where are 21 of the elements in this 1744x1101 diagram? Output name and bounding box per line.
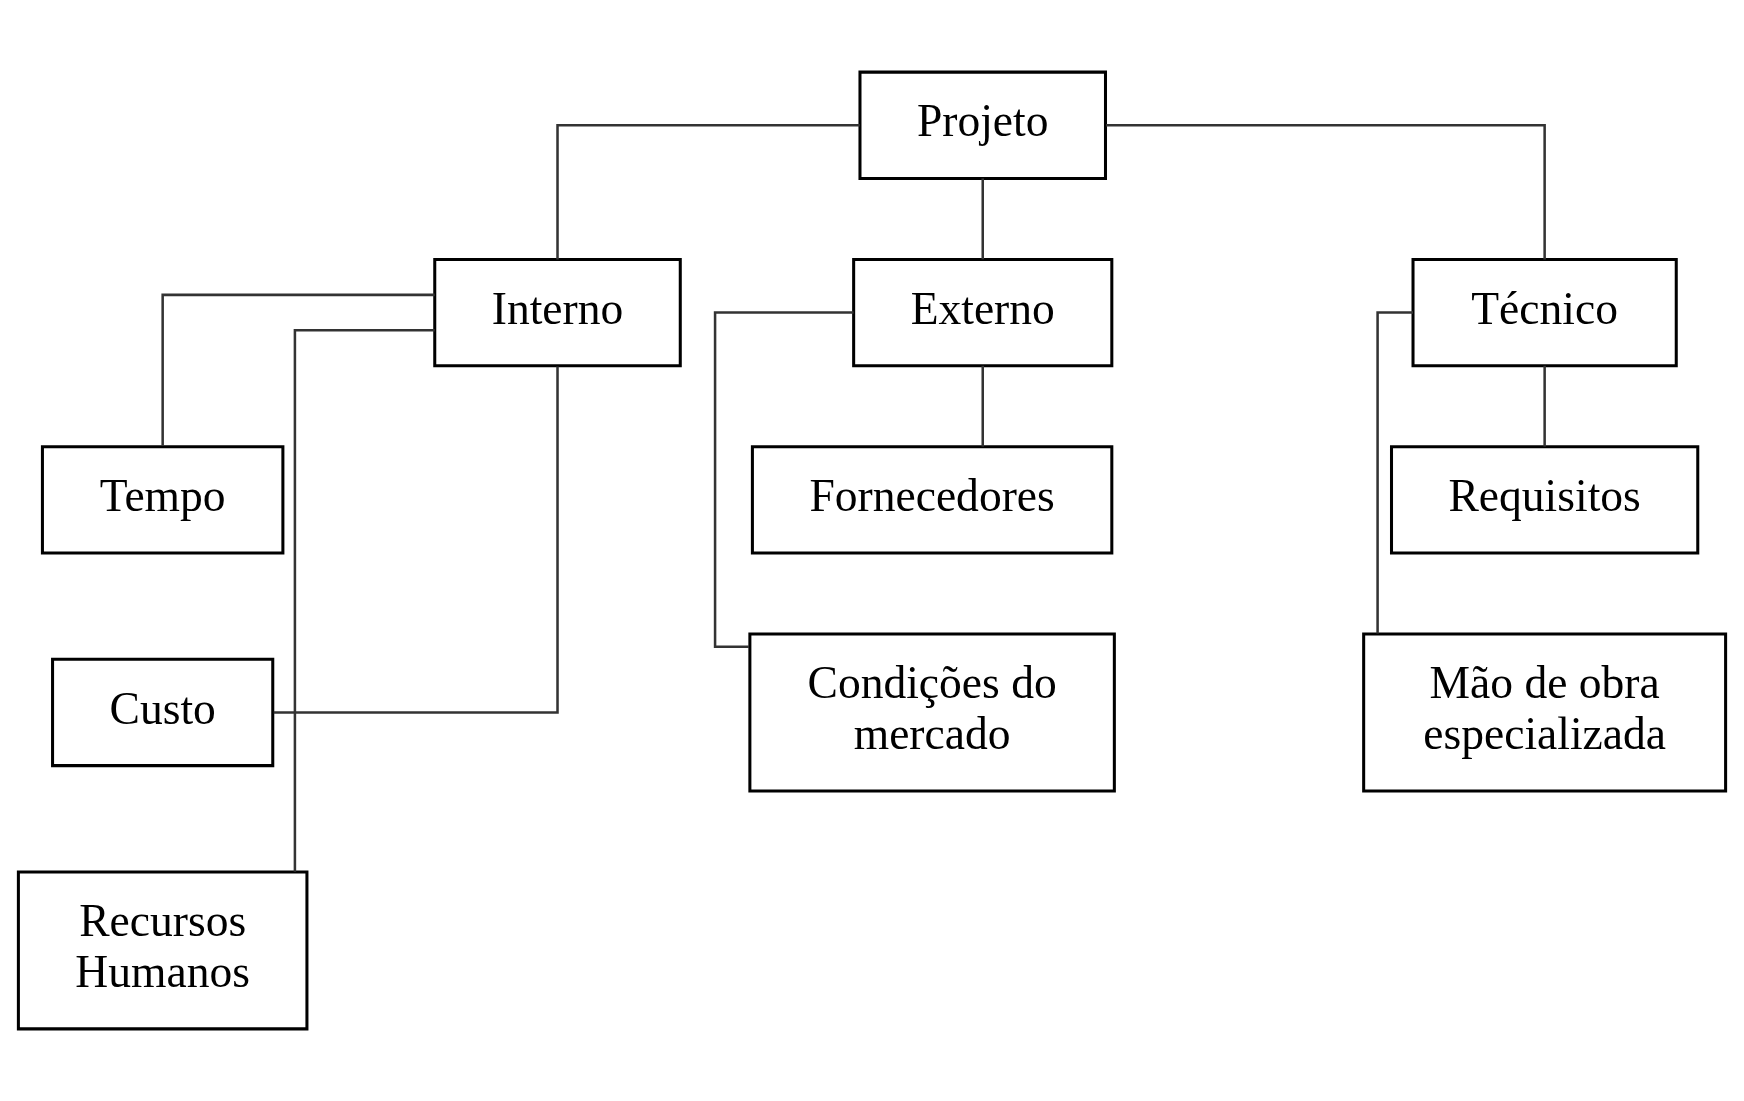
node-box: Externo: [852, 257, 1114, 368]
node-box: Fornecedores: [750, 445, 1114, 555]
connector: [273, 366, 559, 714]
connector: [713, 311, 854, 648]
node-box: Técnico: [1411, 257, 1678, 368]
connector: [556, 124, 860, 260]
connector: [1106, 124, 1546, 260]
connector: [981, 365, 984, 447]
node-box: Requisitos: [1390, 445, 1700, 555]
connector: [293, 329, 435, 872]
node-box: Interno: [433, 257, 682, 368]
node-box: Projeto: [858, 70, 1107, 180]
node-box: Mão de obra especializada: [1362, 632, 1728, 793]
node-box: Custo: [51, 657, 275, 768]
connector: [161, 293, 435, 446]
node-box: Tempo: [40, 445, 285, 555]
node-box: Condições do mercado: [748, 632, 1116, 793]
node-box: Recursos Humanos: [16, 870, 309, 1031]
connector: [981, 178, 984, 260]
connector: [1543, 365, 1546, 447]
connector: [1376, 311, 1413, 634]
